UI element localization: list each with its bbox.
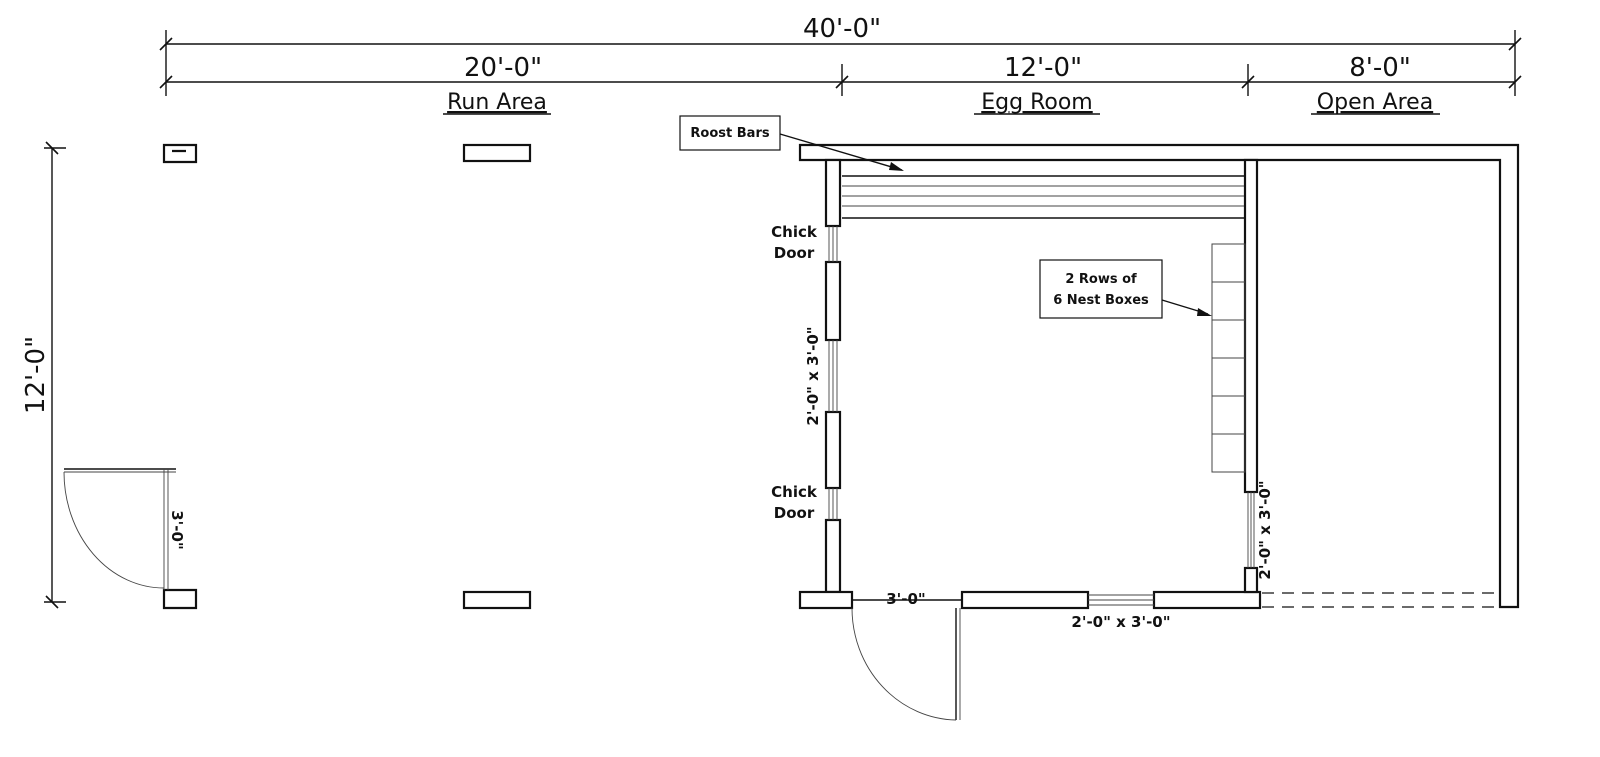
run-door-label: 3'-0" — [168, 510, 186, 550]
chick-door-top-line2: Door — [774, 244, 815, 262]
chick-door-bottom-line1: Chick — [771, 483, 818, 501]
depth-label: 12'-0" — [21, 336, 51, 414]
window-left-label: 2'-0" x 3'-0" — [804, 326, 822, 425]
window-bottom-label: 2'-0" x 3'-0" — [1071, 613, 1170, 631]
egg-room-door: 3'-0" — [851, 590, 962, 721]
run-area-title: Run Area — [447, 90, 547, 115]
nest-boxes-label-1: 2 Rows of — [1065, 272, 1137, 287]
egg-room-title: Egg Room — [981, 90, 1092, 115]
chick-door-top-line1: Chick — [771, 223, 818, 241]
building-walls — [798, 143, 1520, 610]
overall-width-dimension: 40'-0" — [159, 14, 1522, 96]
window-right-label: 2'-0" x 3'-0" — [1256, 480, 1274, 579]
run-area-posts — [162, 143, 532, 610]
segment-dimensions: 20'-0" 12'-0" 8'-0" — [159, 53, 1522, 96]
open-area-title: Open Area — [1317, 90, 1433, 115]
egg-width-label: 12'-0" — [1004, 53, 1082, 83]
run-width-label: 20'-0" — [464, 53, 542, 83]
open-area-edge — [1262, 592, 1500, 608]
chick-door-labels: Chick Door Chick Door — [771, 223, 818, 522]
nest-boxes: 2 Rows of 6 Nest Boxes — [1039, 243, 1246, 473]
egg-door-label: 3'-0" — [886, 590, 926, 608]
nest-boxes-label-2: 6 Nest Boxes — [1053, 293, 1149, 308]
overall-width-label: 40'-0" — [803, 14, 881, 44]
window-labels: 2'-0" x 3'-0" 2'-0" x 3'-0" 2'-0" x 3'-0… — [804, 326, 1274, 631]
depth-dimension: 12'-0" — [21, 141, 66, 609]
windows — [828, 226, 1255, 606]
run-area-door: 3'-0" — [63, 468, 186, 590]
area-titles: Run Area Egg Room Open Area — [443, 90, 1440, 115]
roost-bars-label: Roost Bars — [690, 126, 769, 141]
open-width-label: 8'-0" — [1349, 53, 1411, 83]
chick-door-bottom-line2: Door — [774, 504, 815, 522]
roost-bars: Roost Bars — [679, 115, 1244, 219]
